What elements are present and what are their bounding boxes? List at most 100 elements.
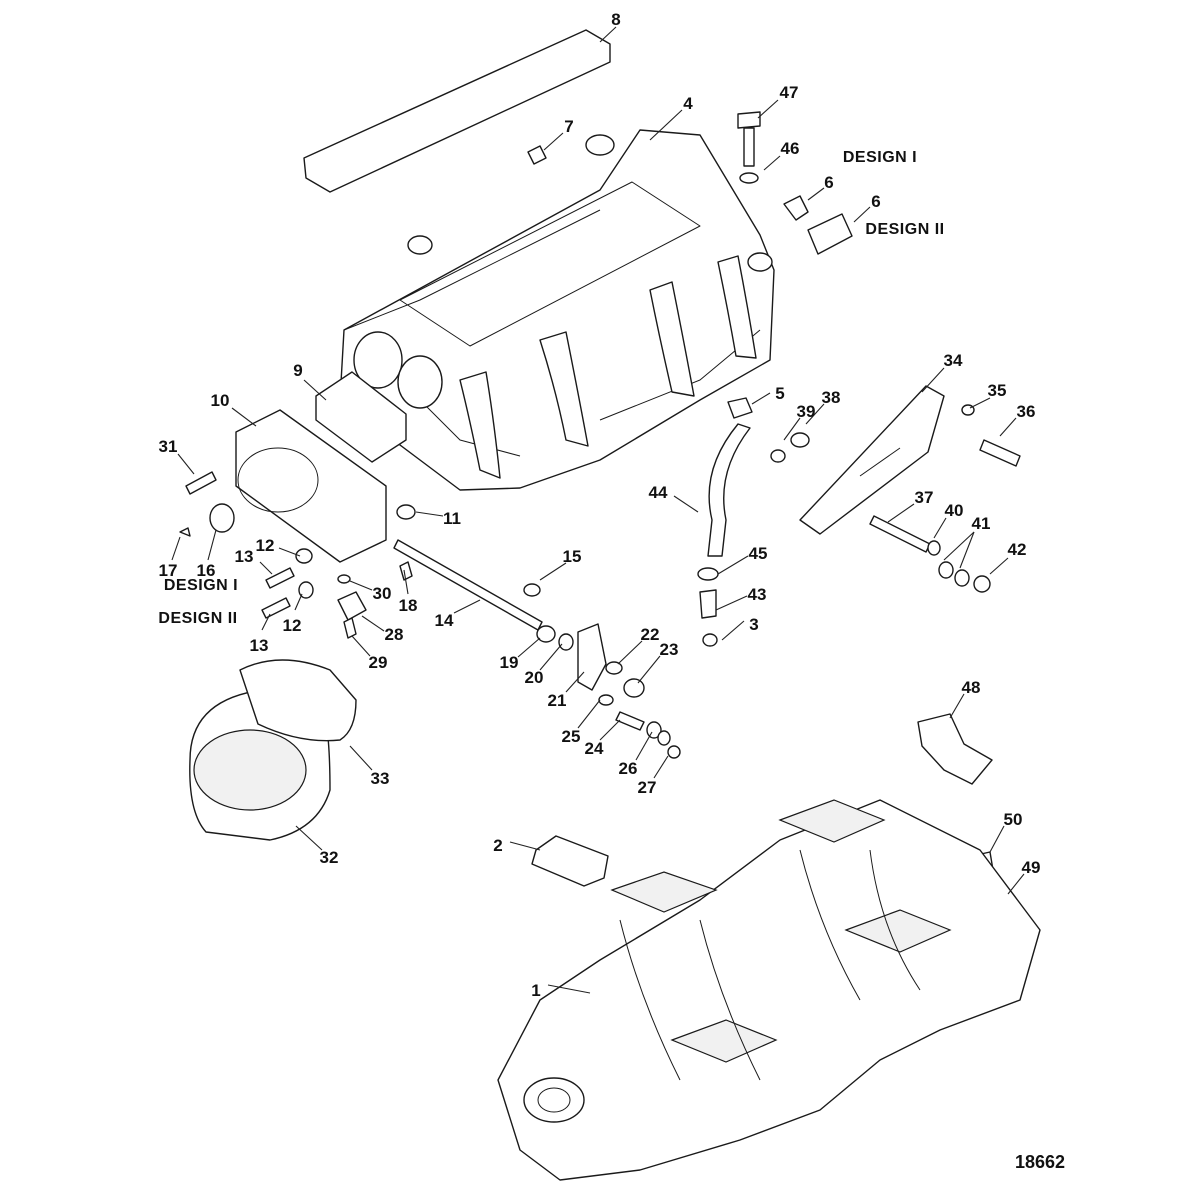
leader-line-35 <box>969 397 991 409</box>
screw-13-b <box>261 597 291 619</box>
throttle-body-bore <box>237 447 319 513</box>
upper-plenum-port-left <box>353 331 403 389</box>
o-ring-15 <box>523 583 541 597</box>
leader-line-48 <box>949 693 965 719</box>
callout-12b: 12 <box>283 616 302 635</box>
leader-line-7 <box>543 132 564 151</box>
leader-line-6b <box>853 206 871 223</box>
callout-17: 17 <box>159 561 178 580</box>
leader-line-6a <box>807 187 825 201</box>
leader-line-18 <box>403 569 409 595</box>
callout-9: 9 <box>293 361 302 380</box>
callout-43: 43 <box>748 585 767 604</box>
leader-line-36 <box>999 417 1017 437</box>
callout-31: 31 <box>159 437 178 456</box>
lower-manifold-runner-1 <box>619 919 761 1081</box>
callout-3: 3 <box>749 615 758 634</box>
design-label-d1-top: DESIGN I <box>843 149 917 166</box>
callout-7: 7 <box>564 117 573 136</box>
leader-line-33 <box>349 745 373 771</box>
callout-5: 5 <box>775 384 784 403</box>
callout-11: 11 <box>443 509 461 528</box>
callout-19: 19 <box>500 653 519 672</box>
callout-32: 32 <box>320 848 339 867</box>
upper-plenum-boss-3 <box>747 252 773 272</box>
leader-line-9 <box>303 379 327 401</box>
leader-line-23 <box>637 655 661 684</box>
leader-line-42 <box>989 557 1009 575</box>
leader-line-15 <box>539 562 567 581</box>
callout-4: 4 <box>683 94 693 113</box>
callout-39: 39 <box>797 402 816 421</box>
pin-18 <box>399 561 413 581</box>
stud-37 <box>869 515 931 553</box>
leader-line-4 <box>649 109 683 141</box>
leader-line-19 <box>517 637 541 658</box>
lower-manifold-runner-2 <box>799 849 921 1001</box>
leader-line-25 <box>577 699 601 729</box>
upper-plenum-top <box>399 181 701 347</box>
intake-gasket-2 <box>531 835 609 887</box>
part-12-a <box>295 548 313 564</box>
leader-line-41 <box>943 531 975 561</box>
leader-line-1 <box>547 984 591 994</box>
drawing-number: 18662 <box>1015 1152 1065 1172</box>
leader-line-14 <box>453 599 481 614</box>
sensor-28 <box>337 591 367 621</box>
leader-line-49 <box>1007 873 1025 895</box>
callout-2: 2 <box>493 836 502 855</box>
bracket-34-slot <box>859 447 901 477</box>
leader-line-40 <box>933 517 947 539</box>
washer-41-a <box>938 561 954 579</box>
throttle-gasket <box>315 371 407 463</box>
callout-8: 8 <box>611 10 620 29</box>
fitting-6-design2 <box>807 213 853 255</box>
leader-line-11 <box>415 511 444 517</box>
leader-line-46 <box>763 155 781 171</box>
clamp-45 <box>697 567 719 581</box>
leader-line-38 <box>805 403 825 425</box>
screw-13-a <box>265 567 295 589</box>
washer-22 <box>605 661 623 675</box>
upper-plenum-boss-1 <box>585 134 615 156</box>
lower-manifold-body <box>497 799 1041 1181</box>
callout-35: 35 <box>988 381 1007 400</box>
part-drawings <box>179 29 1041 1181</box>
bracket-34 <box>799 385 945 535</box>
leader-line-21 <box>565 671 585 693</box>
air-filter-32-face <box>193 729 307 811</box>
upper-plenum-runner-2 <box>539 331 589 447</box>
leader-line-12a <box>278 547 301 557</box>
spacer-20 <box>558 633 574 651</box>
bolt-47-shank <box>743 127 755 167</box>
leader-line-10 <box>231 407 257 427</box>
leader-line-44 <box>673 495 699 513</box>
callout-37: 37 <box>915 488 934 507</box>
leader-line-34 <box>921 367 945 393</box>
washer-41-b <box>954 569 970 587</box>
lower-manifold-port-3 <box>844 909 952 953</box>
callout-28: 28 <box>385 625 404 644</box>
leader-line-30 <box>349 580 373 591</box>
callout-14: 14 <box>435 611 454 630</box>
fitting-5 <box>727 397 753 419</box>
callout-47: 47 <box>780 83 799 102</box>
callout-38: 38 <box>822 388 841 407</box>
plate-16 <box>209 503 235 533</box>
part-12-b <box>298 581 314 599</box>
callout-25: 25 <box>562 727 581 746</box>
lower-manifold-flange <box>523 1077 585 1123</box>
leader-line-22 <box>617 640 643 665</box>
air-filter-33 <box>239 659 357 742</box>
callout-1: 1 <box>531 981 540 1000</box>
upper-plenum-runner-1 <box>459 371 501 479</box>
callout-44: 44 <box>649 483 668 502</box>
leader-line-24 <box>599 719 621 741</box>
washer-46 <box>739 172 759 184</box>
fitting-6-design1 <box>783 195 809 221</box>
callout-26: 26 <box>619 759 638 778</box>
callout-6b: 6 <box>871 192 880 211</box>
leader-line-31 <box>177 453 195 475</box>
upper-plenum-boss-2 <box>407 235 433 255</box>
